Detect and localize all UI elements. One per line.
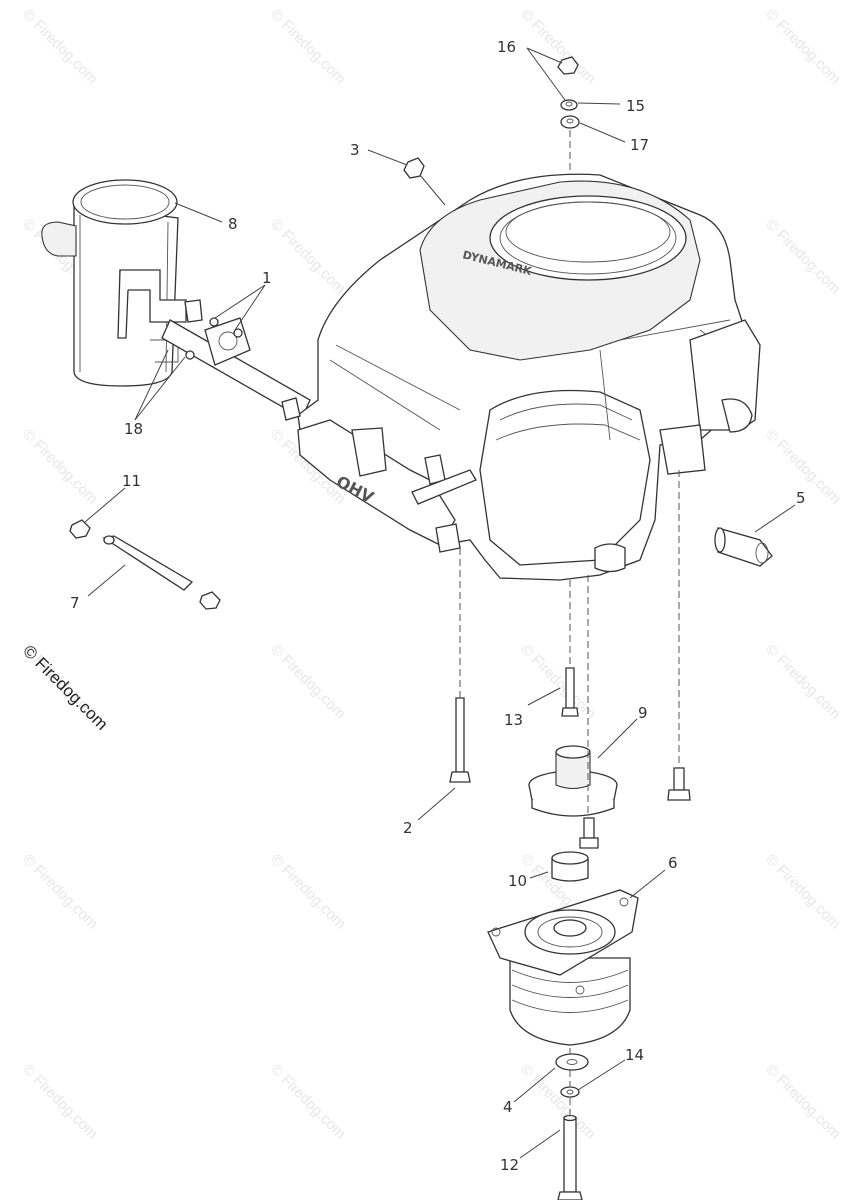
watermark-text: © Firedog.com [267, 641, 349, 723]
watermark-layer: © Firedog.com © Firedog.com © Firedog.com ©… [19, 6, 844, 1143]
fastener-stack-top[interactable] [557, 56, 580, 129]
bolt-center[interactable] [579, 817, 599, 849]
callout-18: 18 [124, 420, 143, 438]
watermark-text: © Firedog.com [517, 1061, 599, 1143]
callout-4: 4 [503, 1098, 513, 1116]
callout-11: 11 [122, 472, 141, 490]
copyright-text: © Firedog.com [19, 641, 111, 733]
callout-labels: 16 15 17 3 8 1 18 11 7 5 13 9 2 10 6 14 … [70, 38, 806, 1174]
watermark-text: © Firedog.com [762, 641, 844, 723]
engine[interactable]: DYNAMARK OHV [281, 173, 761, 581]
watermark-text: © Firedog.com [19, 6, 101, 88]
callout-7: 7 [70, 594, 80, 612]
pin-13[interactable] [561, 667, 579, 717]
watermark-text: © Firedog.com [762, 851, 844, 933]
watermark-text: © Firedog.com [267, 1061, 349, 1143]
callout-17: 17 [630, 136, 649, 154]
watermark-text: © Firedog.com [267, 216, 349, 298]
exhaust-pipe[interactable] [161, 299, 311, 419]
callout-15: 15 [626, 97, 645, 115]
spacer-10[interactable] [551, 851, 589, 882]
callout-3: 3 [350, 141, 360, 159]
center-lines [459, 130, 680, 1116]
watermark-text: © Firedog.com [762, 1061, 844, 1143]
callout-8: 8 [228, 215, 238, 233]
watermark-text: © Firedog.com [762, 216, 844, 298]
callout-1: 1 [262, 269, 272, 287]
leader-lines [84, 47, 796, 1159]
watermark-text: © Firedog.com [267, 6, 349, 88]
callout-6: 6 [668, 854, 678, 872]
watermark-text: © Firedog.com [517, 641, 599, 723]
washer-4[interactable] [555, 1053, 589, 1071]
bolt-12[interactable] [557, 1114, 583, 1200]
pto-clutch-6[interactable] [487, 889, 639, 1046]
watermark-text: © Firedog.com [19, 1061, 101, 1143]
washer-14[interactable] [560, 1086, 580, 1098]
callout-5: 5 [796, 489, 806, 507]
watermark-text: © Firedog.com [517, 6, 599, 88]
muffler[interactable] [41, 179, 187, 387]
watermark-text: © Firedog.com [19, 851, 101, 933]
switch-5[interactable] [714, 527, 773, 567]
watermark-text: © Firedog.com [267, 851, 349, 933]
callout-10: 10 [508, 872, 527, 890]
callout-2: 2 [403, 819, 413, 837]
callout-9: 9 [638, 704, 648, 722]
callout-12: 12 [500, 1156, 519, 1174]
bolt-2-right[interactable] [667, 767, 691, 801]
nut-3[interactable] [403, 157, 425, 179]
pulley-9[interactable] [528, 745, 618, 817]
callout-14: 14 [625, 1046, 644, 1064]
callout-13: 13 [504, 711, 523, 729]
watermark-text: © Firedog.com [19, 426, 101, 508]
watermark-text: © Firedog.com [762, 6, 844, 88]
fuel-line-parts[interactable] [69, 519, 221, 610]
callout-16: 16 [497, 38, 516, 56]
bolt-2-left[interactable] [449, 697, 471, 783]
